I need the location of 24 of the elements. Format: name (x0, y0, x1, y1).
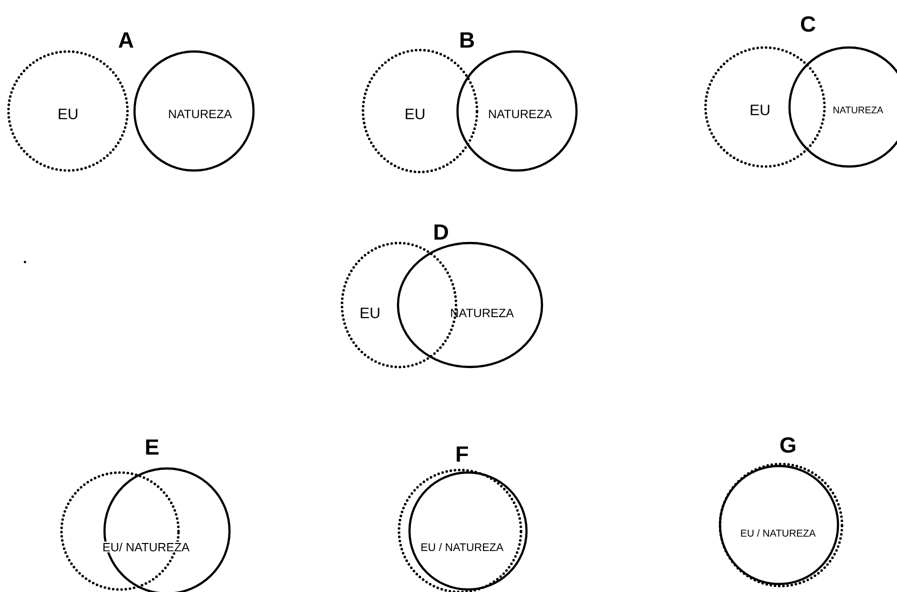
venn-circle (704, 46, 826, 168)
circle-label: EU (58, 108, 78, 120)
panel-letter: A (118, 32, 134, 48)
circle-label: EU / NATUREZA (420, 542, 504, 552)
panel-letter: G (780, 437, 796, 453)
venn-circle (7, 50, 129, 172)
circle-label: EU/ NATUREZA (101, 542, 191, 552)
circle-label: NATUREZA (451, 308, 514, 318)
circle-label: EU (360, 308, 380, 318)
panel-letter: B (460, 32, 474, 48)
panel-letter: C (800, 16, 816, 32)
circle-label: NATUREZA (169, 110, 232, 118)
venn-circle (456, 50, 578, 172)
panel-letter: F (456, 446, 468, 462)
circle-label: EU (406, 108, 424, 120)
venn-circle (362, 48, 478, 174)
panel-letter: E (146, 439, 158, 455)
venn-circle (396, 242, 544, 368)
circle-label: NATUREZA (489, 110, 552, 118)
circle-label: NATUREZA (834, 106, 884, 114)
venn-circle (133, 50, 255, 172)
circle-label: EU (750, 104, 770, 116)
circle-label: EU / NATUREZA (739, 528, 817, 538)
panel-letter: D (434, 224, 448, 240)
